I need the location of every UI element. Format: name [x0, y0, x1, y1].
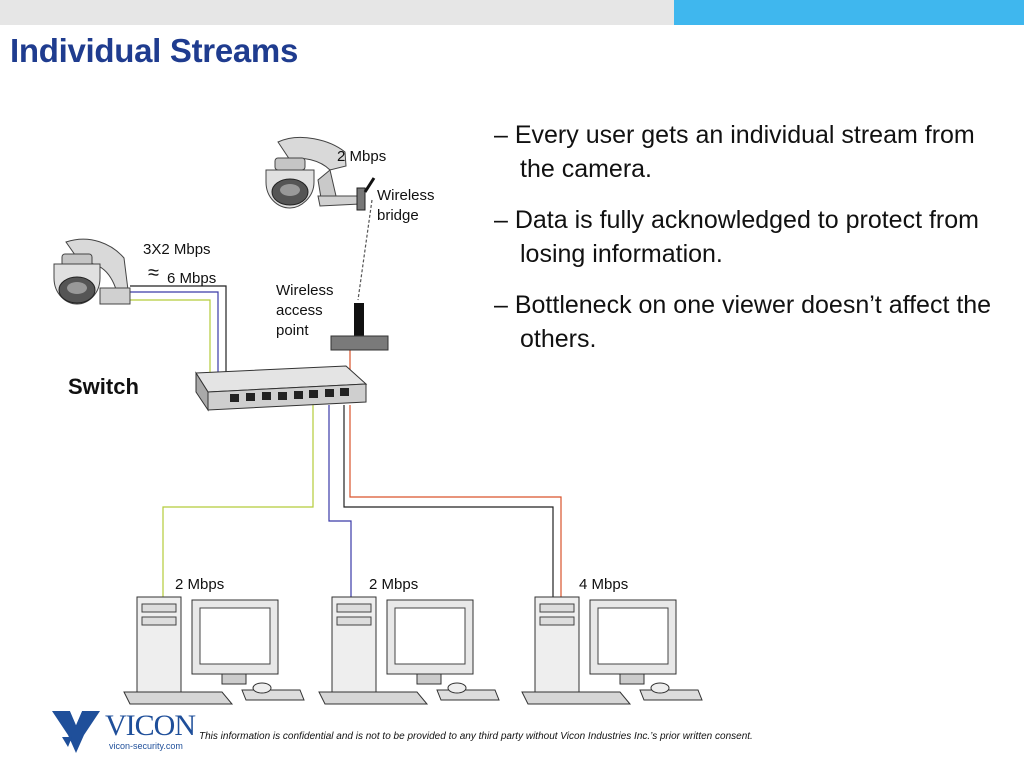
ap-label-line1: Wireless: [276, 282, 334, 299]
pc-rate-1: 2 Mbps: [175, 576, 225, 593]
network-switch-icon: [195, 365, 368, 412]
top-bar-gray: [0, 0, 674, 25]
slide-title: Individual Streams: [10, 32, 299, 69]
access-point-icon: [330, 303, 389, 351]
computer-icon: [123, 596, 305, 705]
switch-label: Switch: [68, 374, 139, 399]
bullet-item: – Data is fully acknowledged to protect …: [494, 206, 979, 268]
vicon-logo: VICON vicon-security.com: [50, 705, 200, 761]
cable-group: [130, 199, 562, 600]
bullet-item: – Bottleneck on one viewer doesn’t affec…: [494, 291, 992, 353]
pc-rate-2: 2 Mbps: [369, 576, 419, 593]
wireless-link: [357, 199, 373, 301]
cable-camera-black: [130, 285, 227, 372]
bullet-item: – Every user gets an individual stream f…: [494, 121, 975, 183]
vicon-logo-icon: [52, 711, 100, 753]
cable-camera-blue: [130, 291, 219, 372]
confidentiality-notice: This information is confidential and is …: [199, 731, 753, 742]
bridge-label-line2: bridge: [377, 207, 419, 224]
wireless-bridge-icon: [356, 177, 376, 211]
cable-camera-yellow: [130, 299, 211, 372]
ap-label-line3: point: [276, 322, 309, 339]
camera-top-rate: 2 Mbps: [337, 148, 387, 165]
computer-icon: [521, 596, 703, 705]
bullet-list: – Every user gets an individual stream f…: [494, 118, 1014, 373]
top-bar-accent: [674, 0, 1024, 25]
bridge-label-line1: Wireless: [377, 187, 435, 204]
computer-icon: [318, 596, 500, 705]
dome-camera-left-icon: [53, 238, 131, 305]
approx-symbol: ≈: [148, 262, 159, 284]
cable-pc1: [162, 405, 314, 600]
camera-left-total: 6 Mbps: [167, 270, 217, 287]
logo-url: vicon-security.com: [109, 741, 183, 751]
cable-pc3-red: [349, 405, 562, 600]
cable-pc2: [328, 405, 352, 600]
pc-rate-3: 4 Mbps: [579, 576, 629, 593]
camera-left-rate: 3X2 Mbps: [143, 241, 211, 258]
dome-camera-top-icon: [265, 136, 361, 209]
logo-word: VICON: [105, 709, 196, 742]
cable-pc3-black: [343, 405, 554, 600]
ap-label-line2: access: [276, 302, 323, 319]
